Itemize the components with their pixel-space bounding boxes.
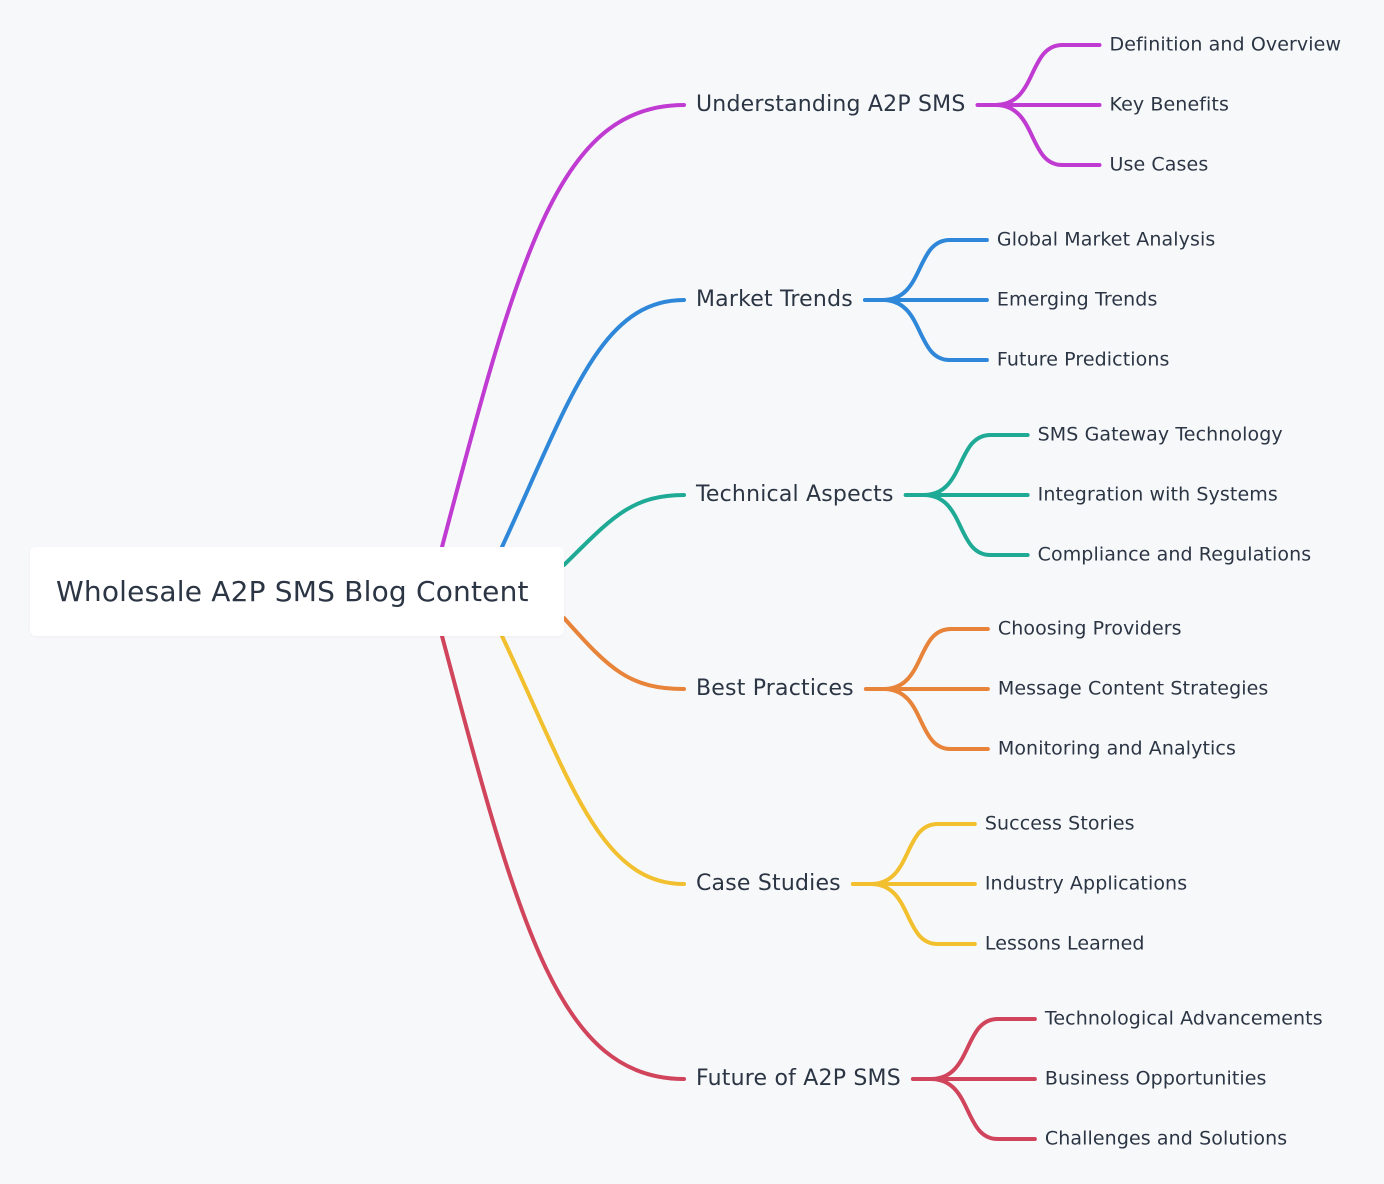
leaf-future-predictions[interactable]: Future Predictions [996, 348, 1170, 371]
connector-root-branch-0 [440, 103, 686, 549]
connector-leaf-0-0 [993, 43, 1102, 107]
leaf-global-market[interactable]: Global Market Analysis [996, 228, 1216, 251]
leaf-message-content[interactable]: Message Content Strategies [997, 677, 1269, 700]
branch-best-practices[interactable]: Best Practices [696, 676, 854, 701]
leaf-emerging-trends[interactable]: Emerging Trends [996, 288, 1158, 311]
connector-leaf-1-2 [880, 298, 989, 362]
connector-root-branch-2 [562, 493, 686, 567]
branch-case-studies[interactable]: Case Studies [696, 871, 841, 896]
leaf-challenges[interactable]: Challenges and Solutions [1044, 1127, 1288, 1150]
connector-leaf-2-0 [921, 433, 1030, 497]
connector-leaf-2-2 [921, 493, 1030, 557]
leaf-business-opportunities[interactable]: Business Opportunities [1044, 1067, 1267, 1090]
leaf-compliance[interactable]: Compliance and Regulations [1037, 543, 1312, 566]
leaf-use-cases[interactable]: Use Cases [1109, 153, 1209, 176]
connector-leaf-5-2 [928, 1077, 1037, 1141]
branch-technical-aspects[interactable]: Technical Aspects [696, 482, 894, 507]
connector-leaf-4-2 [868, 882, 977, 946]
connector-root-branch-3 [562, 616, 686, 691]
leaf-tech-advancements[interactable]: Technological Advancements [1044, 1007, 1323, 1030]
connector-leaf-3-2 [881, 687, 990, 751]
leaf-monitoring[interactable]: Monitoring and Analytics [997, 737, 1236, 760]
connector-root-branch-1 [500, 298, 686, 549]
leaf-lessons-learned[interactable]: Lessons Learned [984, 932, 1145, 955]
leaf-sms-gateway[interactable]: SMS Gateway Technology [1037, 423, 1283, 446]
connector-leaf-0-2 [993, 103, 1102, 167]
root-node[interactable]: Wholesale A2P SMS Blog Content [30, 547, 564, 636]
leaf-success-stories[interactable]: Success Stories [984, 812, 1135, 835]
connector-root-branch-4 [500, 634, 686, 886]
branch-understanding[interactable]: Understanding A2P SMS [696, 92, 966, 117]
root-label: Wholesale A2P SMS Blog Content [56, 575, 529, 608]
leaf-choosing-providers[interactable]: Choosing Providers [997, 617, 1182, 640]
connector-leaf-1-0 [880, 238, 989, 302]
leaf-definition[interactable]: Definition and Overview [1109, 33, 1342, 56]
branch-future[interactable]: Future of A2P SMS [696, 1066, 901, 1091]
leaf-key-benefits[interactable]: Key Benefits [1109, 93, 1229, 116]
leaf-integration[interactable]: Integration with Systems [1037, 483, 1278, 506]
connector-root-branch-5 [440, 634, 686, 1081]
leaf-industry-applications[interactable]: Industry Applications [984, 872, 1188, 895]
connector-leaf-3-0 [881, 627, 990, 691]
connector-leaf-5-0 [928, 1017, 1037, 1081]
connector-leaf-4-0 [868, 822, 977, 886]
branch-market-trends[interactable]: Market Trends [696, 287, 853, 312]
